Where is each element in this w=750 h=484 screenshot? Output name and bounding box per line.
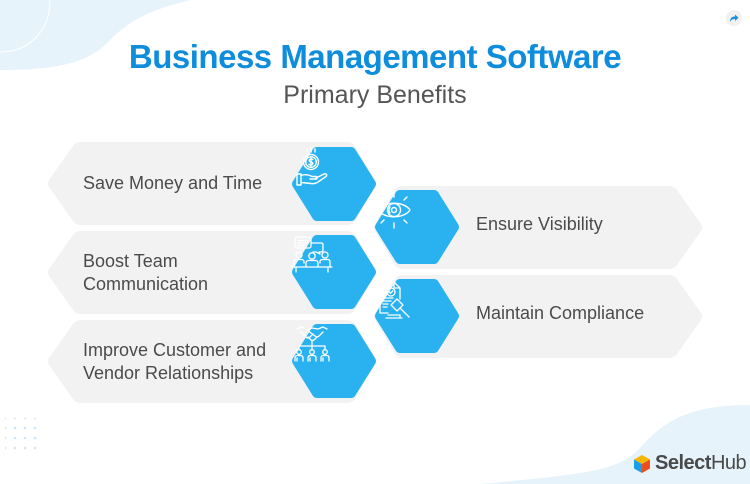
benefit-icon-badge — [291, 235, 377, 309]
document-gavel-icon — [379, 281, 410, 319]
benefit-card-improve-relationships: Improve Customer and Vendor Relationship… — [47, 320, 377, 403]
benefit-card-ensure-visibility: Ensure Visibility — [373, 186, 703, 269]
share-icon — [730, 14, 739, 22]
selecthub-logo: SelectHub — [633, 452, 747, 475]
benefit-label: Maintain Compliance — [476, 303, 645, 323]
benefit-label: Ensure Visibility — [476, 214, 603, 234]
benefit-icon-badge — [291, 147, 377, 221]
benefit-icon-badge — [374, 279, 460, 353]
page-title: Business Management Software — [128, 38, 622, 75]
eye-icon — [377, 191, 411, 229]
benefit-card-maintain-compliance: Maintain Compliance — [373, 275, 703, 358]
benefit-icon-badge — [374, 190, 460, 264]
handshake-network-icon — [294, 326, 330, 362]
brand-name-bold: Select — [655, 452, 711, 474]
team-chat-icon — [291, 236, 333, 273]
dot-grid-decoration — [3, 416, 45, 463]
selecthub-cube-icon — [634, 454, 650, 473]
money-hand-icon — [296, 147, 328, 186]
brand-name-regular: Hub — [710, 452, 747, 474]
benefit-icon-badge — [291, 324, 377, 398]
share-button[interactable] — [726, 10, 742, 26]
benefit-label: Improve Customer and Vendor Relationship… — [83, 339, 267, 383]
benefit-label: Save Money and Time — [83, 173, 263, 193]
benefit-card-boost-communication: Boost Team Communication — [47, 231, 377, 314]
page-subtitle: Primary Benefits — [283, 81, 467, 109]
benefit-label: Boost Team Communication — [83, 250, 209, 294]
benefit-card-save-money: Save Money and Time — [47, 142, 377, 225]
